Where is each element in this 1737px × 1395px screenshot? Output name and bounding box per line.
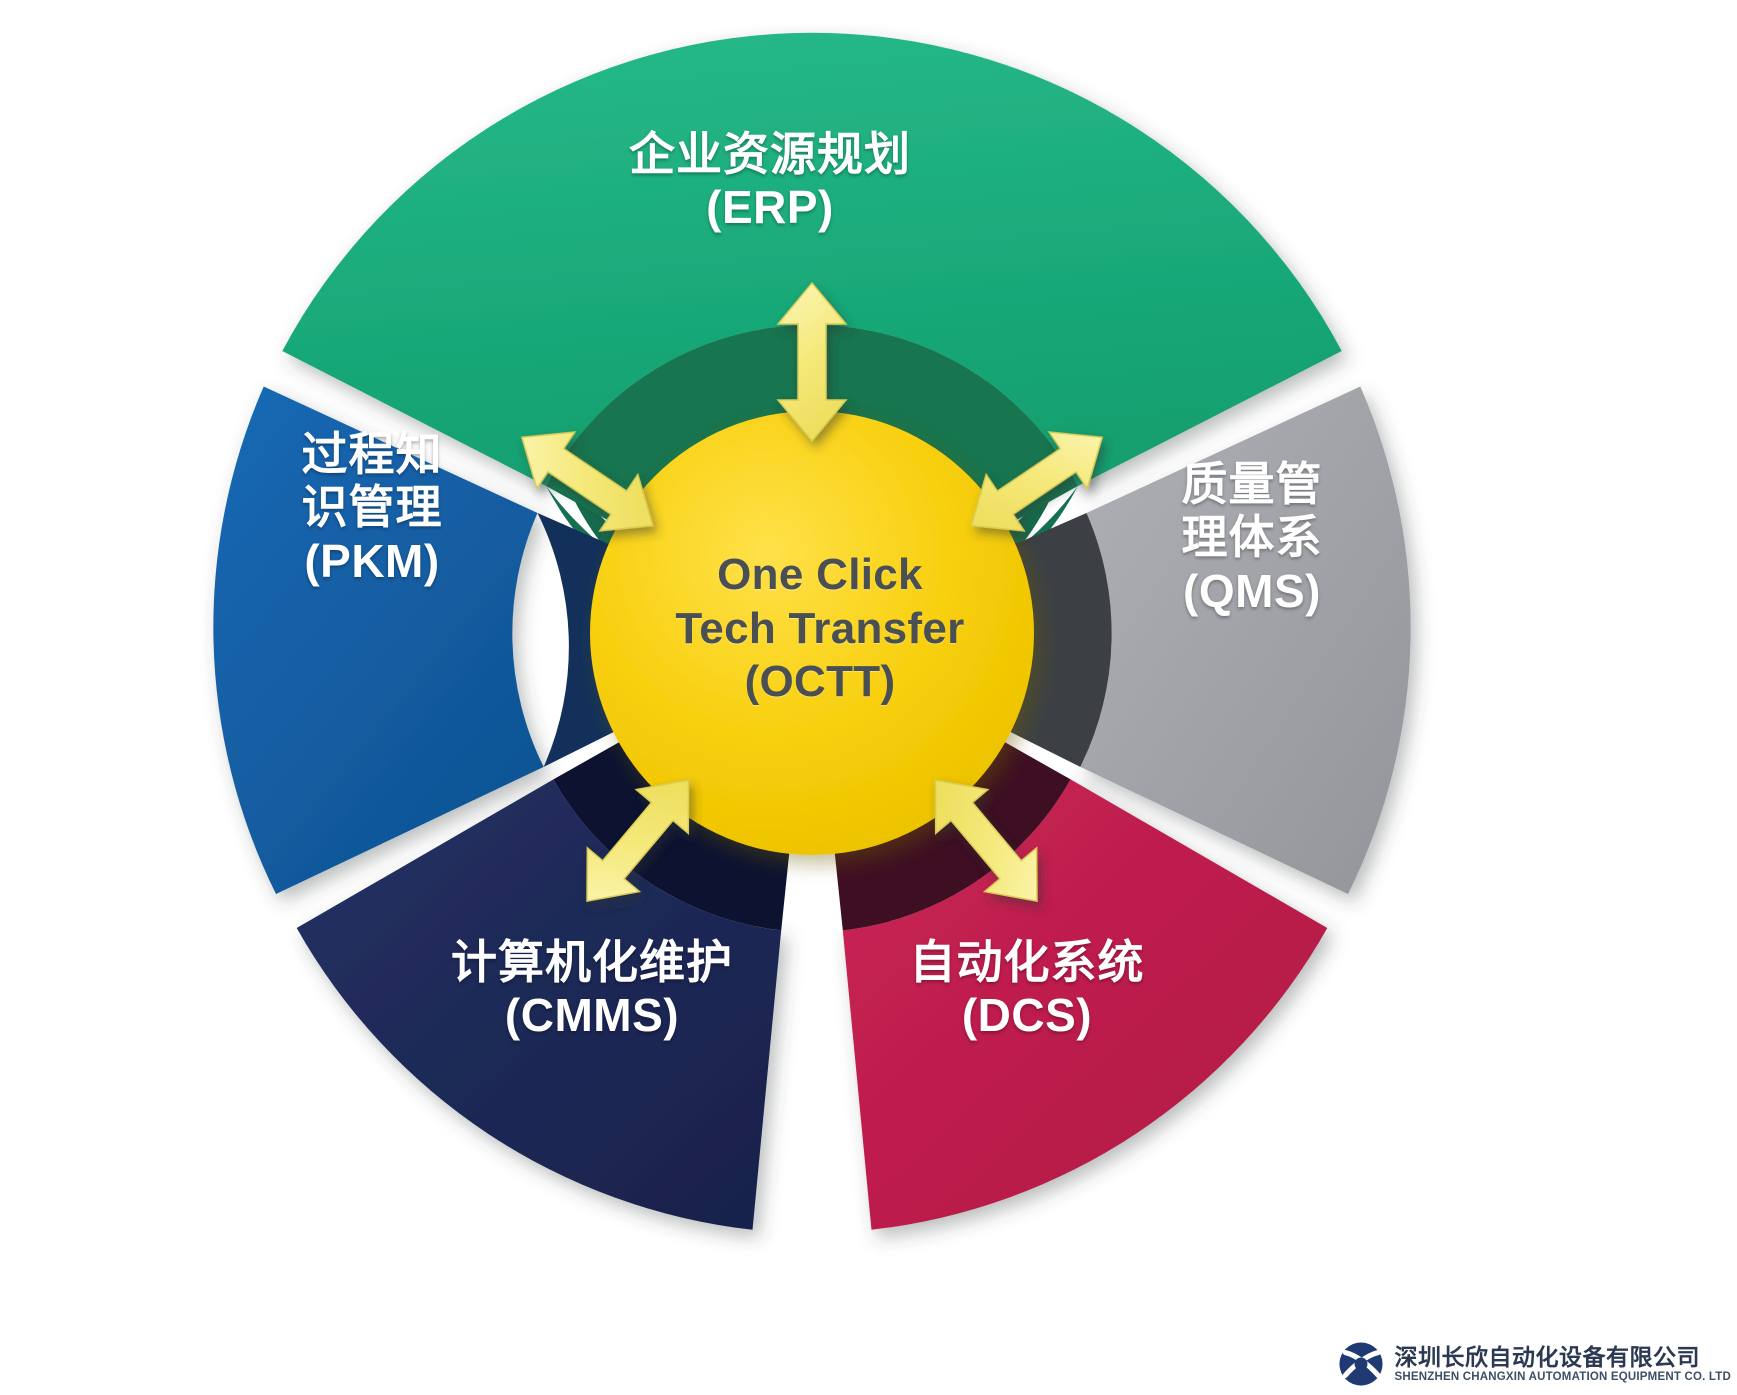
arrow-hub-dcs	[934, 779, 1038, 903]
segment-erp[interactable]	[282, 32, 1342, 487]
arrow-hub-qms	[970, 431, 1104, 532]
arrow-hub-pkm	[520, 431, 654, 532]
segment-dcs[interactable]	[842, 779, 1328, 1230]
segment-pkm[interactable]	[213, 386, 544, 895]
octt-hub-circle[interactable]	[590, 411, 1034, 855]
watermark-company-en: SHENZHEN CHANGXIN AUTOMATION EQUIPMENT C…	[1394, 1371, 1731, 1384]
changxin-logo-icon	[1339, 1342, 1384, 1386]
company-watermark: 深圳长欣自动化设备有限公司 SHENZHEN CHANGXIN AUTOMATI…	[1338, 1341, 1731, 1387]
segment-cmms[interactable]	[296, 779, 782, 1230]
arrow-hub-erp	[776, 281, 848, 443]
watermark-company-cn: 深圳长欣自动化设备有限公司	[1394, 1343, 1700, 1370]
segment-qms[interactable]	[1080, 386, 1411, 895]
arrow-hub-cmms	[586, 779, 690, 903]
